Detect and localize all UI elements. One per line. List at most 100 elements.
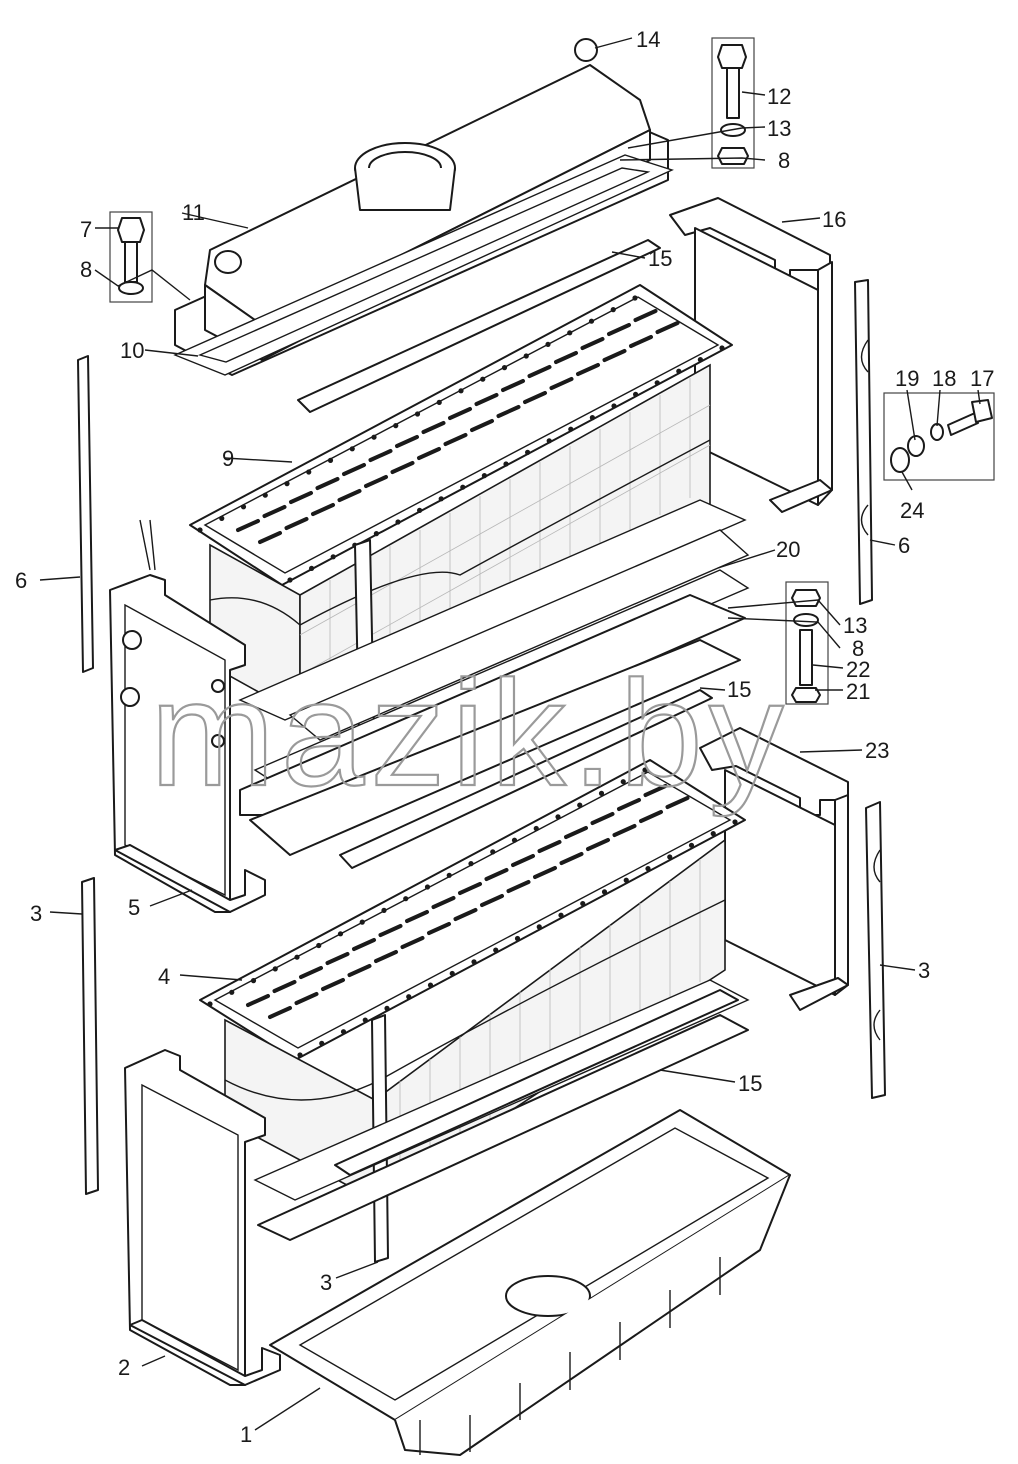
callout-7: 7 [80,217,92,242]
callout-19: 19 [895,366,919,391]
core-slot [474,393,499,406]
core-slot [390,461,415,474]
bolt-hole [676,368,682,374]
bolt-hole [294,954,300,960]
bolt-hole [393,423,399,429]
bolt-hole [197,527,203,533]
bolt-hole [490,849,496,855]
bolt-hole [362,1017,368,1023]
callout-2: 2 [118,1355,130,1380]
bolt-hole [589,415,596,421]
bolt-hole [577,802,583,808]
bolt-hole [588,318,595,324]
bolt-hole [458,388,464,394]
bolt-hole [306,469,312,475]
bolt-hole [480,376,486,382]
bolt-hole [567,330,573,336]
bolt-hole [337,931,344,937]
bolt-hole [610,307,616,313]
lower-core-slots [207,767,738,1058]
core-slot [342,463,366,476]
core-slot [421,421,446,434]
bolt-hole [417,507,423,513]
lower-gaskets [253,979,750,1241]
bolt-hole [645,866,651,872]
core-slot [590,812,615,825]
core-slot [576,363,600,376]
core-slot [501,379,525,392]
bolt-hole [438,496,444,502]
bolt-set-left [109,211,153,303]
bolt-set-side [883,392,995,481]
core-slot [639,810,663,823]
core-slot [480,894,504,907]
core-slot [506,880,531,893]
bolt-hole [580,900,586,907]
core-slot [431,896,456,909]
core-slot [537,840,562,853]
core-slot [533,866,557,879]
core-slot [496,405,521,418]
bolt-hole [642,767,648,773]
core-slot [321,978,345,991]
core-slot [484,868,509,881]
bolt-hole [533,825,539,832]
core-slot [395,435,419,448]
core-slot [612,824,637,837]
bolt-hole [309,565,315,572]
bolt-hole [523,353,529,359]
callout-15: 15 [738,1071,762,1096]
core-slot [374,950,398,963]
core-slot [554,351,578,364]
core-slot [364,475,388,488]
callout-11: 11 [182,200,205,225]
middle-gaskets [238,499,750,869]
core-slot [549,377,574,390]
core-slot [458,882,482,895]
callout-21: 21 [846,679,870,704]
core-slot [368,449,393,462]
bolt-hole [568,426,574,432]
side-bar-3-left [81,877,99,1195]
core-slot [523,391,547,404]
core-slot [246,994,270,1007]
bolt-hole [503,461,509,467]
bolt-hole [250,978,257,984]
callout-13: 13 [767,116,791,141]
core-slot [633,309,658,322]
bolt-hole [501,365,508,371]
bolt-hole [481,473,487,479]
callout-22: 22 [846,657,870,682]
watermark: mazik.by [150,649,790,817]
bolt-hole [623,877,629,883]
core-slot [602,349,627,362]
core-slot [564,826,588,839]
bolt-hole [558,912,564,918]
core-slot [315,477,340,490]
bolt-hole [384,1005,390,1012]
core-slot [448,407,472,420]
bolt-hole [546,438,552,444]
bolt-hole [536,924,542,930]
core-slot [347,964,372,977]
bolt-hole [688,842,695,848]
core-slot [262,505,287,518]
callout-3: 3 [320,1270,332,1295]
bolt-hole [732,819,738,825]
core-slot [511,854,535,867]
bolt-hole [601,889,608,895]
callout-3: 3 [30,901,42,926]
bolt-hole [424,884,431,890]
bolt-hole [340,1029,347,1035]
bolt-hole [349,446,355,452]
callout-17: 17 [970,366,994,391]
bolt-hole [620,779,626,785]
core-slot [453,908,478,921]
core-slot [665,796,690,809]
core-slot [643,784,668,797]
bolt-hole [319,1040,325,1046]
bolt-hole [525,449,531,455]
callout-6: 6 [15,568,27,593]
callout-8: 8 [852,636,864,661]
